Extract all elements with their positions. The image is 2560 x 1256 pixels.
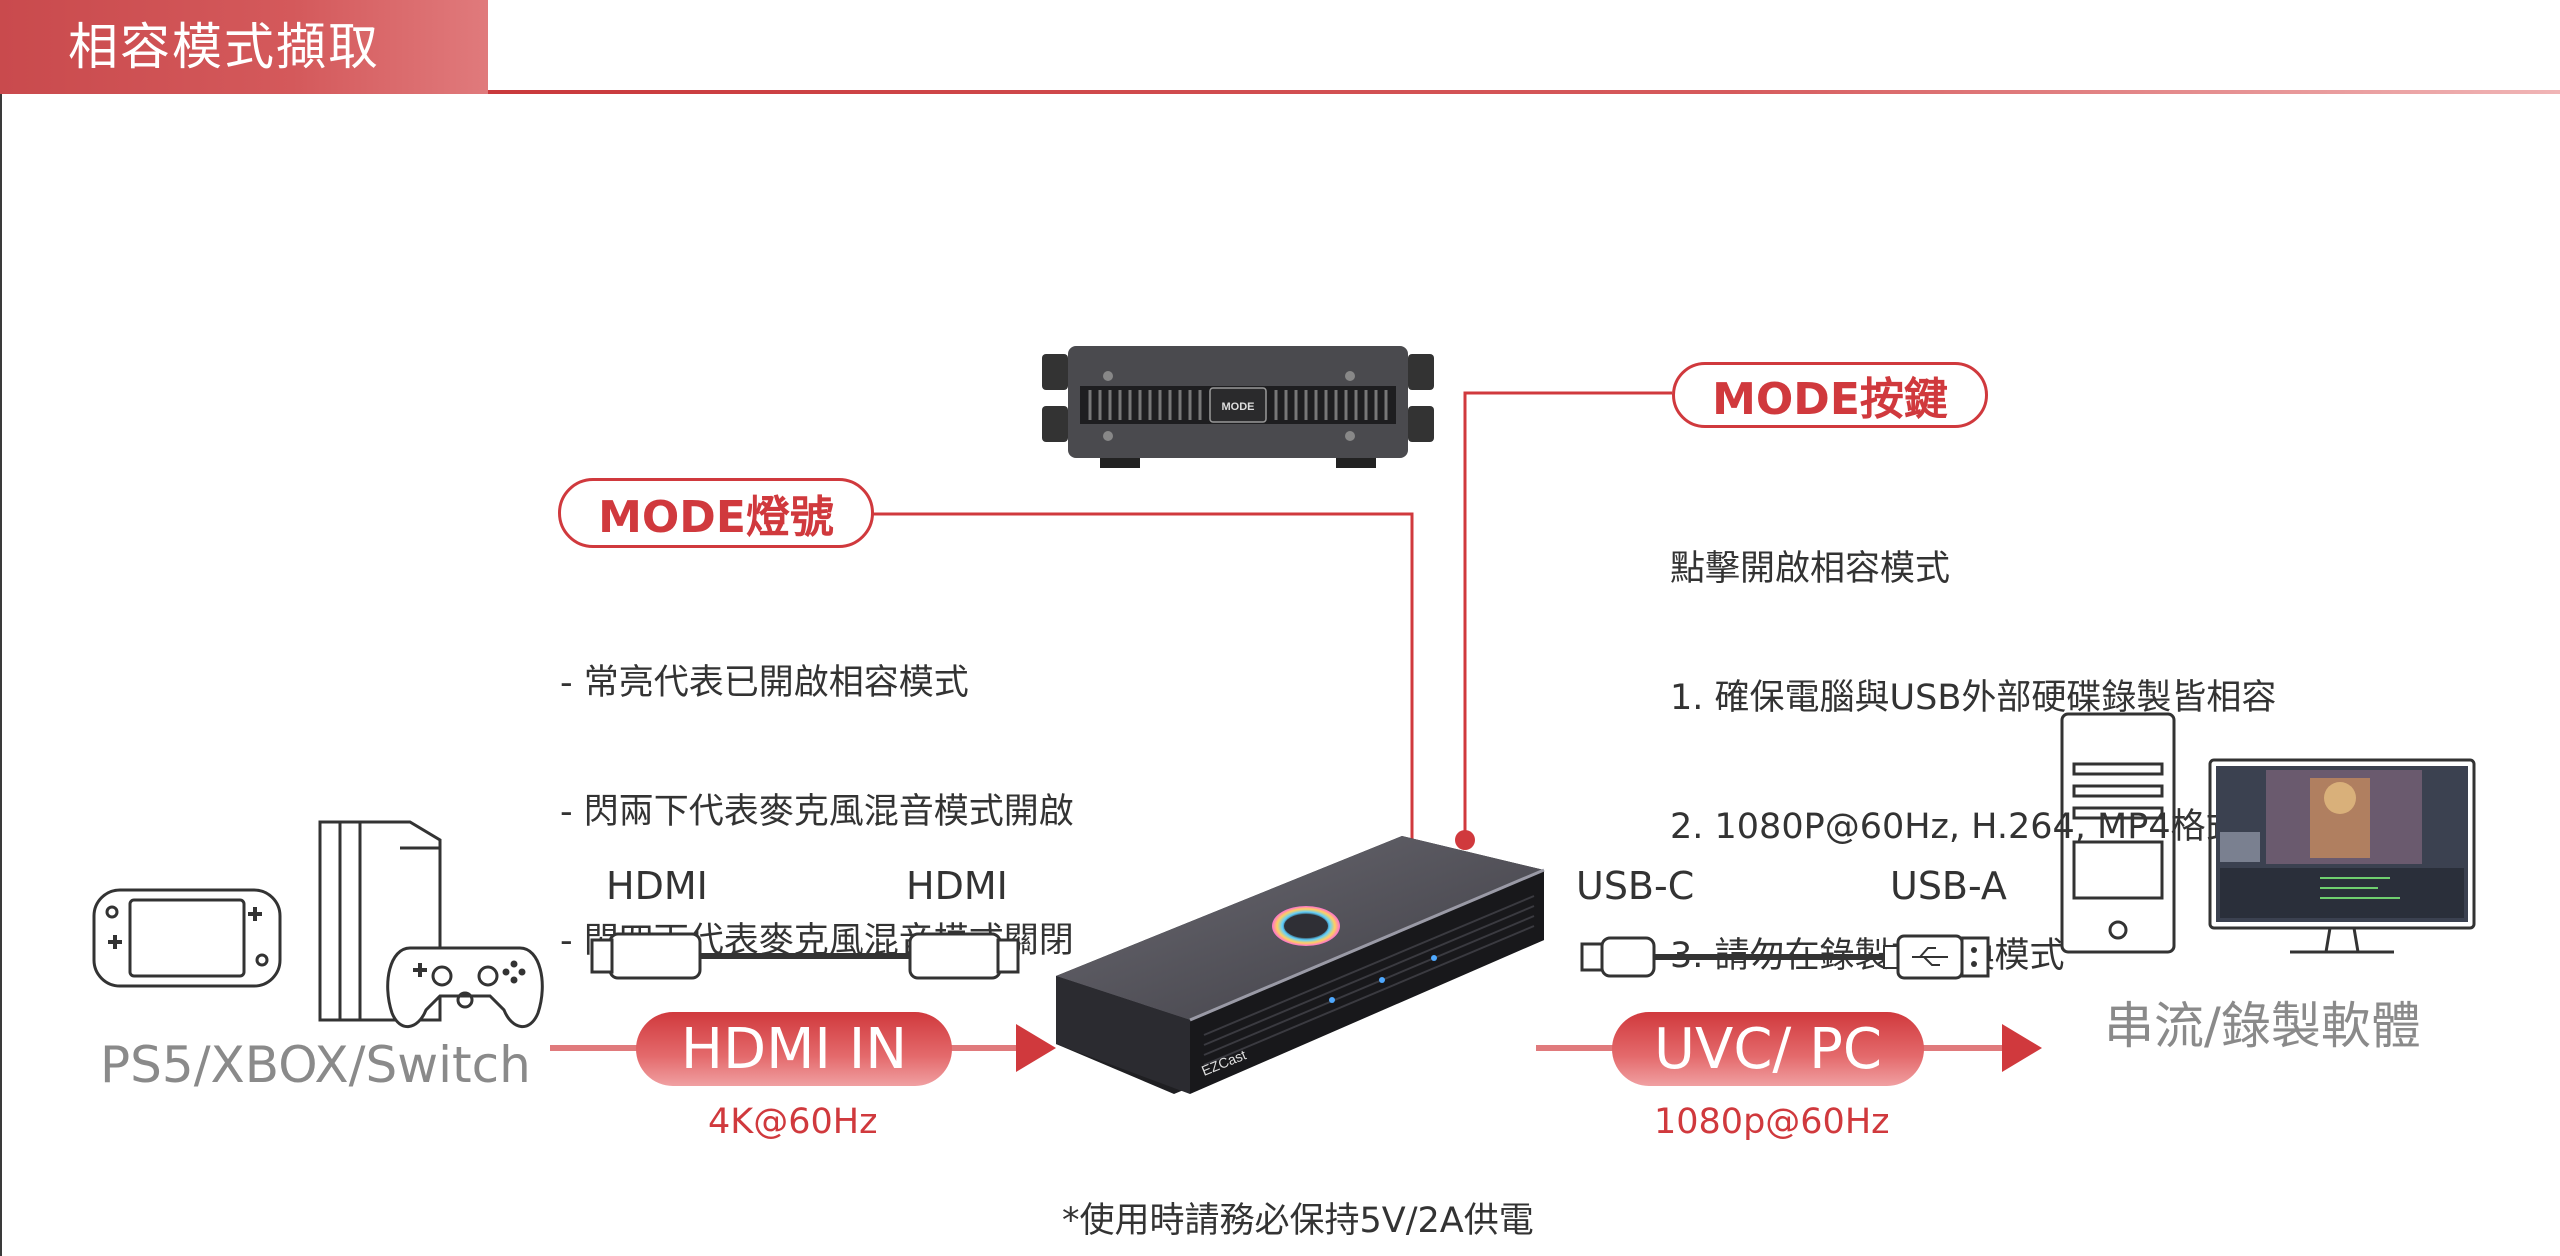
hdmi-in-pill: HDMI IN — [636, 1012, 952, 1086]
mode-button-connector — [1463, 391, 1672, 840]
mode-button-line: 點擊開啟相容模式 — [1670, 549, 1951, 589]
device-front-view: MODE — [1042, 346, 1434, 468]
usb-cable-right-label: USB-A — [1890, 864, 2007, 908]
mode-button-label: MODE按鍵 — [1672, 362, 1988, 428]
input-spec: 4K@60Hz — [708, 1102, 878, 1142]
power-note: *使用時請務必保持5V/2A供電 — [1062, 1201, 1534, 1241]
mode-led-label: MODE燈號 — [558, 478, 874, 548]
mode-led-line: - 閃兩下代表麥克風混音模式開啟 — [560, 792, 1074, 832]
mode-led-line: - 常亮代表已開啟相容模式 — [560, 663, 969, 703]
usb-cable — [1580, 934, 1990, 980]
pc-monitor-icon — [2060, 712, 2476, 954]
mode-button-line: 1. 確保電腦與USB外部硬碟錄製皆相容 — [1670, 678, 2277, 718]
source-label: PS5/XBOX/Switch — [100, 1036, 531, 1094]
hdmi-cable — [590, 932, 1020, 980]
switch-left-stick — [105, 905, 119, 919]
output-spec: 1080p@60Hz — [1654, 1102, 1890, 1142]
mode-button-text: MODE — [1222, 401, 1255, 413]
hdmi-cable-right-label: HDMI — [906, 864, 1008, 908]
capture-device: EZCast — [1056, 836, 1545, 1094]
destination-label: 串流/錄製軟體 — [2104, 997, 2421, 1055]
usb-cable-left-label: USB-C — [1576, 864, 1695, 908]
page-title: 相容模式擷取 — [68, 18, 380, 76]
game-console-icons — [92, 820, 544, 1028]
header-bar — [0, 0, 488, 94]
left-border — [0, 94, 2, 1256]
hdmi-cable-left-label: HDMI — [606, 864, 708, 908]
uvc-pc-pill: UVC/ PC — [1612, 1012, 1924, 1086]
mode-button-dot — [1455, 830, 1475, 850]
header-divider — [488, 90, 2560, 94]
mode-led-connector — [870, 512, 1414, 898]
